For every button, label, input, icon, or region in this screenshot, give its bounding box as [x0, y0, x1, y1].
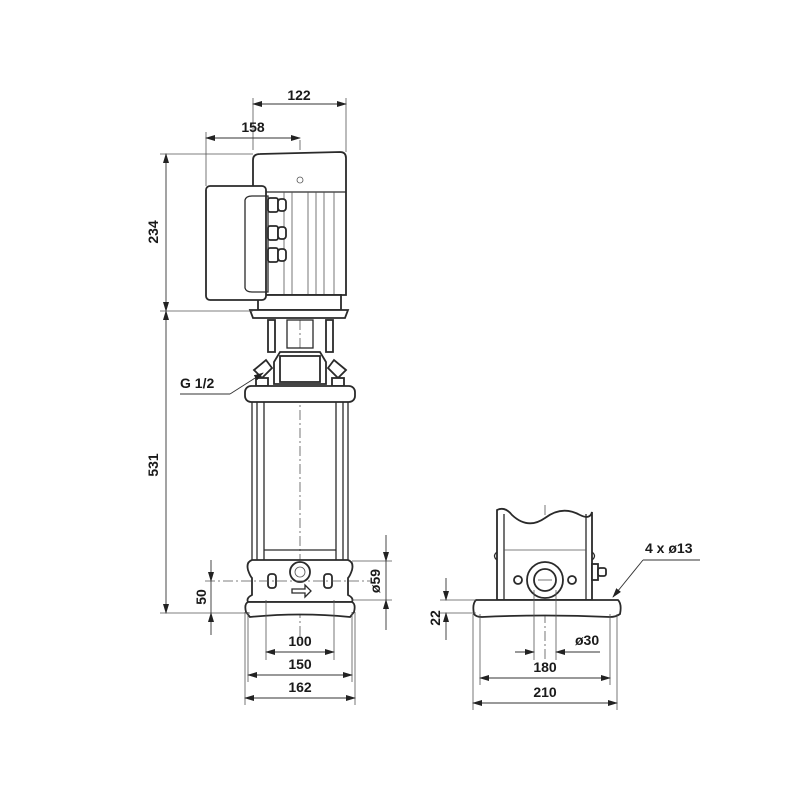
callout-mounting-holes: 4 x ø13: [612, 540, 700, 598]
dim-30-label: ø30: [575, 632, 599, 648]
dim-flange-diameter: ø59: [352, 535, 392, 630]
dim-180-label: 180: [533, 659, 557, 675]
drain-plug-icon: [289, 561, 311, 583]
dim-port-diameter: ø30: [515, 590, 600, 660]
dim-531-label: 531: [145, 453, 161, 477]
side-view: 4 x ø13 22 ø30 180 210: [427, 505, 700, 710]
dim-59-label: ø59: [367, 569, 383, 593]
front-view: G 1/2 122 158 234 531: [145, 87, 392, 705]
dim-122-label: 122: [287, 87, 311, 103]
pump-sleeve: [251, 402, 349, 560]
dim-base-thickness: 22: [427, 578, 476, 640]
drain-plug-side-icon: [597, 567, 607, 577]
dim-terminal-box-offset: 158: [205, 119, 301, 186]
motor-bolt-icon: [296, 176, 304, 184]
vent-plug-right: [326, 358, 348, 380]
dim-234-label: 234: [145, 220, 161, 244]
pump-base: [205, 559, 370, 618]
pump-head: [244, 385, 356, 403]
coupling: [252, 319, 348, 387]
dim-100-label: 100: [288, 633, 312, 649]
dim-162-label: 162: [288, 679, 312, 695]
dim-inlet-height: 50: [193, 560, 214, 635]
callout-vent-plug: G 1/2: [180, 372, 264, 395]
dim-22-label: 22: [427, 610, 443, 626]
motor: [248, 151, 350, 319]
flow-arrow-icon: [291, 583, 312, 599]
terminal-box: [205, 185, 287, 301]
side-base: [472, 599, 622, 618]
dim-158-label: 158: [241, 119, 265, 135]
vent-plug-label: G 1/2: [180, 375, 214, 391]
vent-plug-left: [252, 358, 274, 380]
dim-vertical-heights: 234 531: [145, 153, 253, 614]
cable-gland-icon: [267, 197, 287, 263]
dim-side-base-lengths: 180 210: [472, 614, 618, 710]
dim-motor-top-width: 122: [252, 87, 347, 152]
dim-50-label: 50: [193, 589, 209, 605]
dim-210-label: 210: [533, 684, 557, 700]
mounting-holes-label: 4 x ø13: [645, 540, 693, 556]
dim-base-widths: 100 150 162: [244, 600, 356, 705]
dim-150-label: 150: [288, 656, 312, 672]
